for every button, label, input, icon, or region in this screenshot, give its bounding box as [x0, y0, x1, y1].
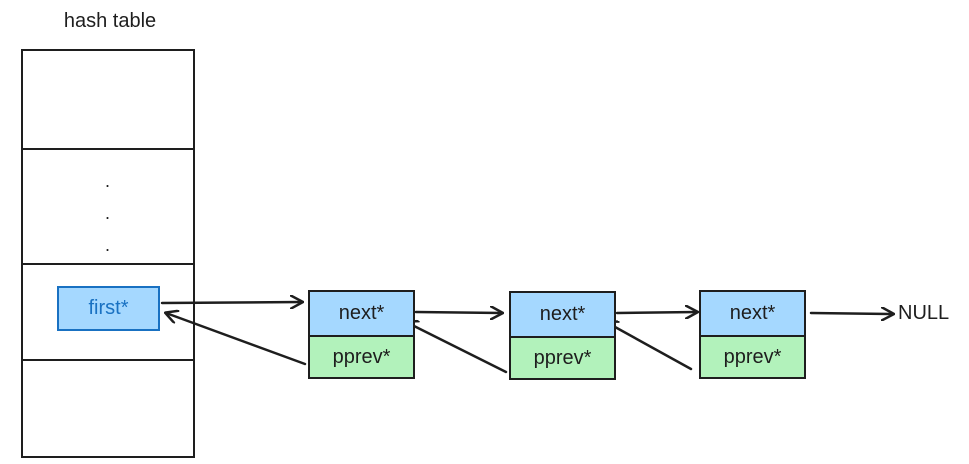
arrow-node3-to-null — [809, 313, 893, 314]
ellipsis-dot: . — [105, 171, 111, 191]
node-1-next: next* — [308, 290, 415, 337]
node-2-next: next* — [509, 291, 616, 338]
arrow-node1-to-node2 — [414, 312, 502, 313]
hash-table — [21, 49, 195, 458]
node-1-pprev: pprev* — [308, 335, 415, 379]
arrow-node3-pprev-to-node2-next — [606, 322, 693, 371]
first-pointer: first* — [57, 286, 160, 331]
null-terminator: NULL — [898, 302, 950, 324]
node-2-pprev: pprev* — [509, 336, 616, 380]
arrow-node2-pprev-to-node1-next — [406, 322, 508, 374]
ellipsis-dot: . — [105, 235, 111, 255]
node-3-next: next* — [699, 290, 806, 337]
arrow-first-to-node1 — [160, 302, 302, 303]
ellipsis-dot: . — [105, 203, 111, 223]
hash-table-title: hash table — [63, 10, 157, 32]
node-3-pprev: pprev* — [699, 335, 806, 379]
arrow-node1-pprev-to-first — [166, 313, 307, 366]
arrow-node2-to-node3 — [615, 312, 697, 313]
hash-table-border — [21, 49, 195, 458]
